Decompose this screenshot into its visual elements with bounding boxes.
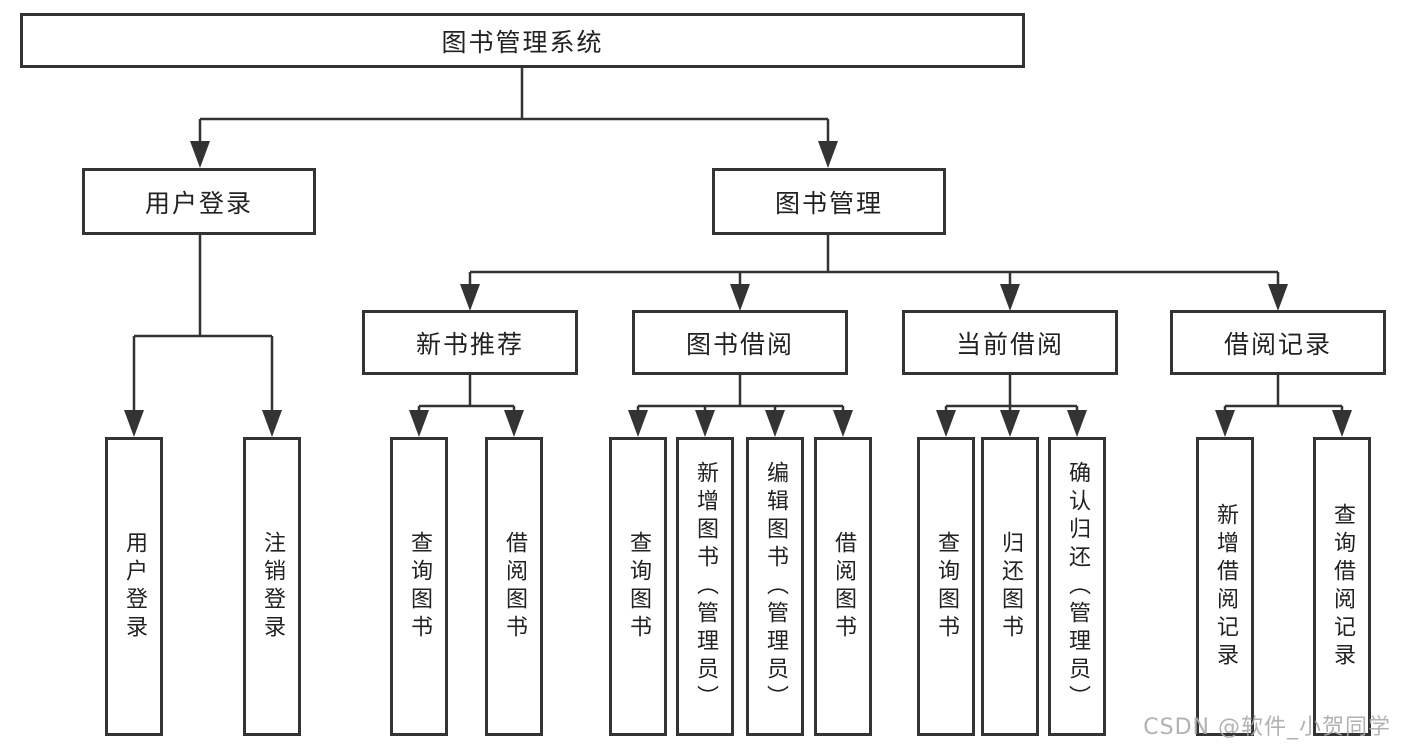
leaf-current-return-books: 归还图书 <box>981 437 1039 736</box>
node-book-borrow: 图书借阅 <box>632 310 848 375</box>
leaf-borrow-borrow-books-label: 借阅图书 <box>831 530 856 643</box>
leaf-record-query-record: 查询借阅记录 <box>1313 437 1371 736</box>
arrow-down-icon <box>460 284 480 311</box>
leaf-borrow-borrow-books: 借阅图书 <box>814 437 872 736</box>
node-current-borrow-label: 当前借阅 <box>955 329 1064 359</box>
arrow-down-icon <box>1268 284 1288 311</box>
arrow-down-icon <box>1215 410 1235 437</box>
leaf-user-login: 用户登录 <box>105 437 163 736</box>
arrow-down-icon <box>124 410 144 437</box>
leaf-borrow-add-books-admin-label: 新增图书（管理员） <box>693 460 718 713</box>
leaf-newbook-query-books-label: 查询图书 <box>407 530 432 643</box>
leaf-borrow-edit-books-admin: 编辑图书（管理员） <box>746 437 804 736</box>
arrow-down-icon <box>1332 410 1352 437</box>
arrow-down-icon <box>695 410 715 437</box>
leaf-record-add-record: 新增借阅记录 <box>1196 437 1254 736</box>
arrow-down-icon <box>765 410 785 437</box>
leaf-current-confirm-return-admin: 确认归还（管理员） <box>1048 437 1106 736</box>
arrow-down-icon <box>730 284 750 311</box>
leaf-record-add-record-label: 新增借阅记录 <box>1213 502 1238 671</box>
leaf-logout-label: 注销登录 <box>260 530 285 643</box>
leaf-current-query-books-label: 查询图书 <box>934 530 959 643</box>
leaf-newbook-borrow-books: 借阅图书 <box>485 437 543 736</box>
arrow-down-icon <box>1067 410 1087 437</box>
node-current-borrow: 当前借阅 <box>902 310 1118 375</box>
node-new-book-recommend-label: 新书推荐 <box>415 329 524 359</box>
arrow-down-icon <box>262 410 282 437</box>
leaf-newbook-borrow-books-label: 借阅图书 <box>502 530 527 643</box>
node-root: 图书管理系统 <box>20 13 1025 68</box>
node-user-login: 用户登录 <box>82 168 316 235</box>
leaf-logout: 注销登录 <box>243 437 301 736</box>
leaf-borrow-query-books-label: 查询图书 <box>626 530 651 643</box>
arrow-down-icon <box>818 141 838 168</box>
node-borrow-record-label: 借阅记录 <box>1223 329 1332 359</box>
node-book-management-label: 图书管理 <box>774 188 883 218</box>
arrow-down-icon <box>1000 284 1020 311</box>
arrow-down-icon <box>833 410 853 437</box>
leaf-borrow-add-books-admin: 新增图书（管理员） <box>676 437 734 736</box>
arrow-down-icon <box>936 410 956 437</box>
node-book-management: 图书管理 <box>712 168 946 235</box>
node-book-borrow-label: 图书借阅 <box>685 329 794 359</box>
arrow-down-icon <box>409 410 429 437</box>
watermark-text: CSDN @软件_小贺同学 <box>1143 715 1391 740</box>
leaf-newbook-query-books: 查询图书 <box>390 437 448 736</box>
node-borrow-record: 借阅记录 <box>1170 310 1386 375</box>
leaf-current-query-books: 查询图书 <box>917 437 975 736</box>
leaf-record-query-record-label: 查询借阅记录 <box>1330 502 1355 671</box>
leaf-current-return-books-label: 归还图书 <box>998 530 1023 643</box>
node-new-book-recommend: 新书推荐 <box>362 310 578 375</box>
leaf-borrow-query-books: 查询图书 <box>609 437 667 736</box>
node-root-label: 图书管理系统 <box>441 27 604 57</box>
arrow-down-icon <box>628 410 648 437</box>
leaf-current-confirm-return-admin-label: 确认归还（管理员） <box>1065 460 1090 713</box>
arrow-down-icon <box>504 410 524 437</box>
node-user-login-label: 用户登录 <box>144 188 253 218</box>
leaf-borrow-edit-books-admin-label: 编辑图书（管理员） <box>763 460 788 713</box>
arrow-down-icon <box>1000 410 1020 437</box>
arrow-down-icon <box>190 141 210 168</box>
leaf-user-login-label: 用户登录 <box>122 530 147 643</box>
